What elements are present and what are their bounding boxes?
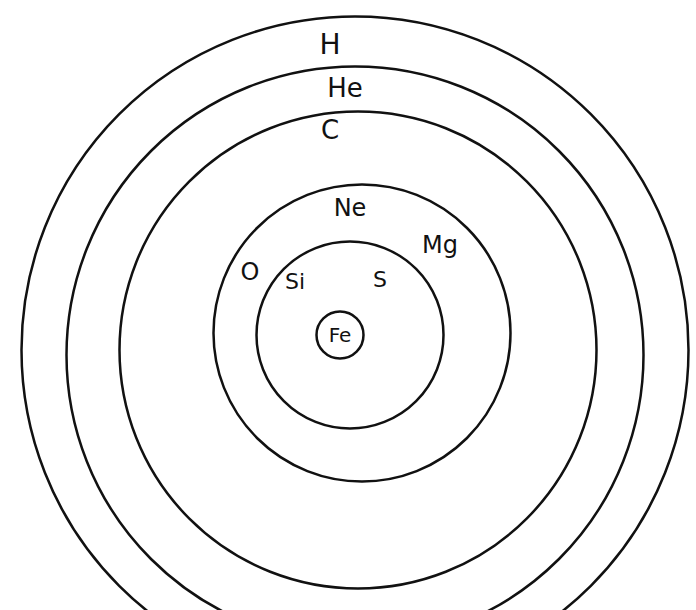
element-label: H bbox=[319, 31, 340, 59]
element-label: He bbox=[327, 75, 363, 101]
shell-circle bbox=[120, 112, 597, 589]
element-label: O bbox=[241, 260, 260, 284]
shell-circle bbox=[22, 17, 689, 610]
shell-node: Si S Fe bbox=[255, 240, 445, 430]
shell-outline bbox=[20, 15, 690, 610]
shell-circle bbox=[214, 185, 511, 482]
element-label: Si bbox=[285, 271, 305, 293]
element-label: Fe bbox=[329, 325, 352, 345]
shell-circle bbox=[257, 242, 444, 429]
element-label: Ne bbox=[334, 196, 367, 220]
shell-node: H HeC NeO MgSi S Fe bbox=[20, 15, 690, 610]
shell-circle bbox=[317, 312, 364, 359]
shell-circle bbox=[67, 67, 644, 610]
shell-node: C NeO MgSi S Fe bbox=[118, 110, 598, 590]
element-label: S bbox=[373, 269, 387, 291]
shell-node: Fe bbox=[315, 310, 365, 360]
element-label: C bbox=[321, 117, 339, 143]
shell-outline bbox=[65, 65, 645, 610]
shell-node: NeO MgSi S Fe bbox=[212, 183, 512, 483]
shell-node: HeC NeO MgSi S Fe bbox=[65, 65, 645, 610]
element-label: Mg bbox=[422, 233, 458, 257]
